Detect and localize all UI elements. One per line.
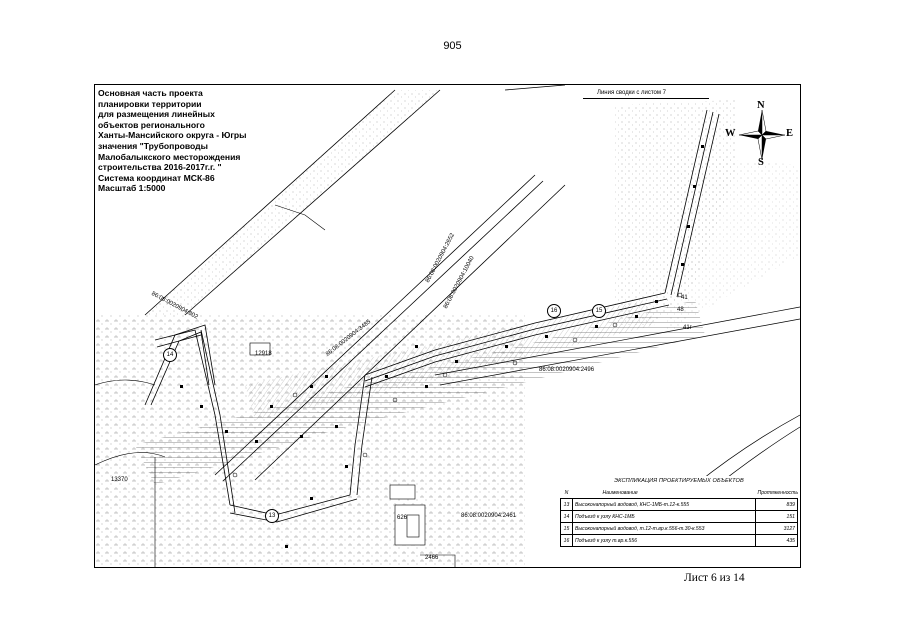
pipeline-13	[154, 329, 373, 523]
object-badge-14: 14	[163, 348, 177, 362]
compass-east: E	[786, 128, 794, 139]
point-label-48: 48	[677, 307, 684, 313]
title-line: планировки территории	[98, 98, 202, 109]
object-badge-16: 16	[547, 304, 561, 318]
map-drawing	[95, 85, 800, 567]
title-line: Ханты-Мансийского округа - Югры	[98, 130, 247, 141]
compass-north: N	[757, 100, 765, 111]
legend-row-length: 435	[755, 534, 798, 547]
compass-south: S	[758, 157, 764, 168]
lot-label-2466: 2466	[425, 555, 439, 561]
sheet-join-line	[583, 98, 709, 99]
legend-row-length: 3127	[755, 522, 798, 535]
boundary-lines	[95, 204, 456, 567]
legend-row-n: 15	[560, 522, 573, 535]
legend-row-length: 151	[755, 510, 798, 523]
legend-header-length: Протяженность, м	[755, 487, 798, 499]
parcel-label-2461: 86:08:0020904:2461	[461, 513, 517, 519]
title-line: строительства 2016-2017г.г. "	[98, 162, 222, 173]
title-line: Малобалыкского месторождения	[98, 151, 241, 162]
legend-header-n: N	[560, 487, 573, 499]
survey-points	[232, 292, 683, 478]
hatched-strip-central	[245, 300, 655, 420]
legend-row: 15 Высоконапорный водовод, т.12-т.вр.к.5…	[560, 522, 798, 535]
page-number: 905	[443, 40, 462, 52]
legend-row-name: Высоконапорный водовод, КНС-1МБ-т.12-к.5…	[572, 498, 756, 511]
sheet-join-label: Линия сводки с листом 7	[597, 90, 667, 96]
compass-rose: N S E W	[725, 100, 797, 168]
legend-header-row: N Наименование Протяженность, м	[560, 487, 798, 499]
legend-row: 13 Высоконапорный водовод, КНС-1МБ-т.12-…	[560, 498, 798, 511]
title-line: Масштаб 1:5000	[98, 183, 166, 194]
lot-label-13370: 13370	[111, 477, 128, 483]
legend-title: ЭКСПЛИКАЦИЯ ПРОЕКТИРУЕМЫХ ОБЪЕКТОВ	[614, 478, 744, 484]
lot-label-626: 626	[397, 515, 408, 521]
title-block: Основная часть проекта планировки террит…	[98, 88, 247, 194]
legend-row-name: Подъезд к узлу т.вр.к.556	[572, 534, 756, 547]
buildings	[249, 342, 426, 546]
title-line: значения "Трубопроводы	[98, 140, 208, 151]
legend-row-n: 14	[560, 510, 573, 523]
access-road-14	[144, 324, 216, 406]
legend-row-n: 16	[560, 534, 573, 547]
legend-grid: N Наименование Протяженность, м 13 Высок…	[560, 487, 798, 547]
compass-star-icon	[738, 109, 786, 161]
point-label-41: 41	[681, 295, 688, 301]
legend-row-name: Подъезд к узлу КНС-1МБ	[572, 510, 756, 523]
title-line: Основная часть проекта	[98, 88, 203, 98]
node-markers	[180, 145, 704, 548]
object-badge-15: 15	[592, 304, 606, 318]
object-badge-13: 13	[265, 509, 279, 523]
legend-row: 16 Подъезд к узлу т.вр.к.556 435	[560, 534, 798, 547]
sheet-reference: Лист 6 из 14	[684, 572, 745, 584]
legend-row-n: 13	[560, 498, 573, 511]
map-sheet: Основная часть проекта планировки террит…	[94, 84, 801, 568]
forest-area-east	[665, 155, 800, 335]
legend-row-name: Высоконапорный водовод, т.12-т.вр.к.556-…	[572, 522, 756, 535]
road-fill	[145, 90, 440, 315]
title-line: объектов регионального	[98, 119, 205, 130]
point-label-41g: 41г	[683, 325, 692, 331]
lot-label-12918: 12918	[255, 351, 272, 357]
legend-header-name: Наименование	[572, 487, 756, 499]
title-line: Система координат МСК-86	[98, 172, 215, 183]
title-line: для размещения линейных	[98, 109, 215, 120]
legend-row-length: 839	[755, 498, 798, 511]
legend-table: ЭКСПЛИКАЦИЯ ПРОЕКТИРУЕМЫХ ОБЪЕКТОВ N Наи…	[560, 476, 798, 547]
parcel-label-2496: 86:08:0020904:2496	[539, 367, 595, 373]
legend-row: 14 Подъезд к узлу КНС-1МБ 151	[560, 510, 798, 523]
compass-west: W	[725, 128, 736, 139]
